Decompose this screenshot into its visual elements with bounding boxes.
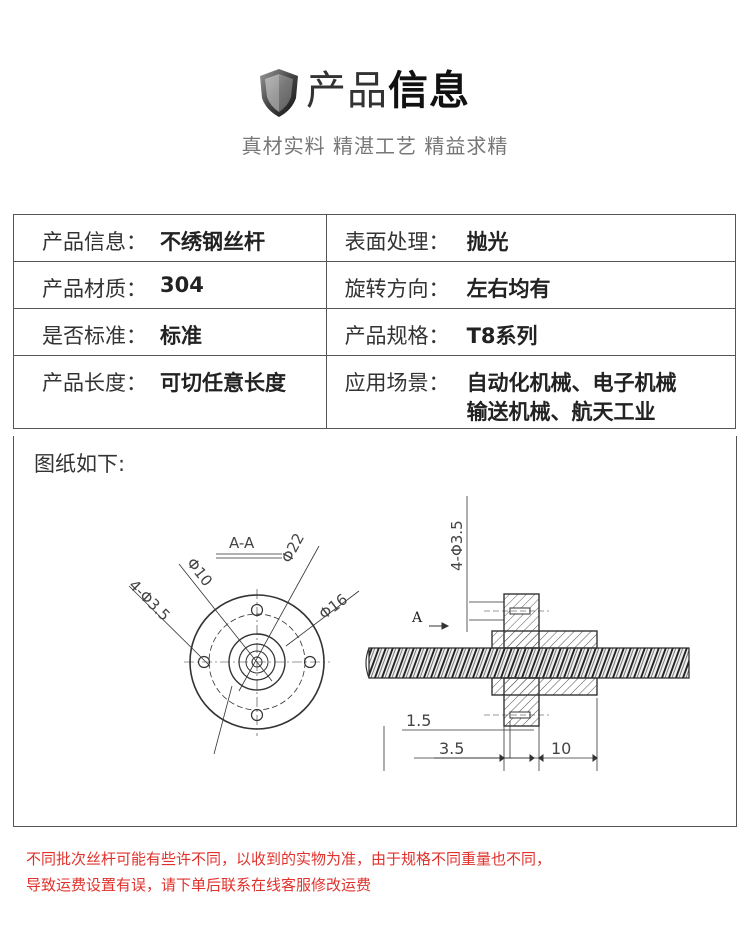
spec-value: 不绣钢丝杆 <box>160 230 265 254</box>
spec-value: T8系列 <box>466 324 538 348</box>
technical-drawing: A-A Φ10 Φ22 Φ16 4-Φ3.5 <box>125 496 690 771</box>
spec-table: 产品信息： 不绣钢丝杆 表面处理： 抛光 产品材质： 304 旋转方向： 左右均有 是否… <box>13 214 737 429</box>
page-subtitle: 真材实料 精湛工艺 精益求精 <box>241 134 509 158</box>
dim-holes-top: 4-Φ3.5 <box>448 520 466 571</box>
dim-3-5: 3.5 <box>439 739 464 758</box>
table-row: 产品信息： 不绣钢丝杆 表面处理： 抛光 <box>13 214 737 262</box>
section-label: A-A <box>229 534 255 552</box>
spec-value: 左右均有 <box>466 277 551 301</box>
dim-10: 10 <box>551 739 571 758</box>
shipping-notice: 不同批次丝杆可能有些许不同，以收到的实物为准，由于规格不同重量也不同， 导致运费… <box>26 846 551 898</box>
table-row: 产品长度： 可切任意长度 应用场景： 自动化机械、电子机械输送机械、航天工业 <box>13 355 737 429</box>
dim-1-5: 1.5 <box>406 711 431 730</box>
dim-d16: Φ16 <box>316 590 352 623</box>
drawing-label: 图纸如下: <box>34 452 126 476</box>
flange-front-view <box>128 545 360 755</box>
notice-line: 导致运费设置有误，请下单后联系在线客服修改运费 <box>26 876 372 894</box>
spec-value: 标准 <box>160 324 202 348</box>
spec-label: 应用场景： <box>344 371 450 395</box>
spec-value: 可切任意长度 <box>160 371 286 395</box>
spec-value: 自动化机械、电子机械 <box>466 371 677 395</box>
spec-label: 产品长度： <box>42 371 147 395</box>
spec-label: 产品信息： <box>42 230 147 254</box>
table-row: 是否标准： 标准 产品规格： T8系列 <box>13 308 737 356</box>
dim-d10: Φ10 <box>183 554 216 589</box>
spec-label: 产品材质： <box>42 277 147 301</box>
table-row: 产品材质： 304 旋转方向： 左右均有 <box>13 261 737 309</box>
nut-side-view <box>365 496 690 771</box>
dim-holes-left: 4-Φ3.5 <box>125 576 174 625</box>
spec-label: 是否标准： <box>42 324 147 348</box>
page-title: 产品信息 <box>306 68 470 114</box>
section-header: 产品信息 <box>0 62 750 122</box>
spec-value: 抛光 <box>466 230 509 254</box>
notice-line: 不同批次丝杆可能有些许不同，以收到的实物为准，由于规格不同重量也不同， <box>26 850 552 868</box>
view-a-label: A <box>411 610 423 626</box>
spec-label: 旋转方向： <box>344 277 450 301</box>
drawing-section: 图纸如下: <box>13 436 737 827</box>
spec-label: 表面处理： <box>344 230 450 254</box>
spec-label: 产品规格： <box>344 324 450 348</box>
shield-icon <box>260 69 298 117</box>
spec-value: 304 <box>160 273 204 297</box>
dim-d22: Φ22 <box>278 530 308 566</box>
spec-value-line2: 输送机械、航天工业 <box>466 400 656 424</box>
